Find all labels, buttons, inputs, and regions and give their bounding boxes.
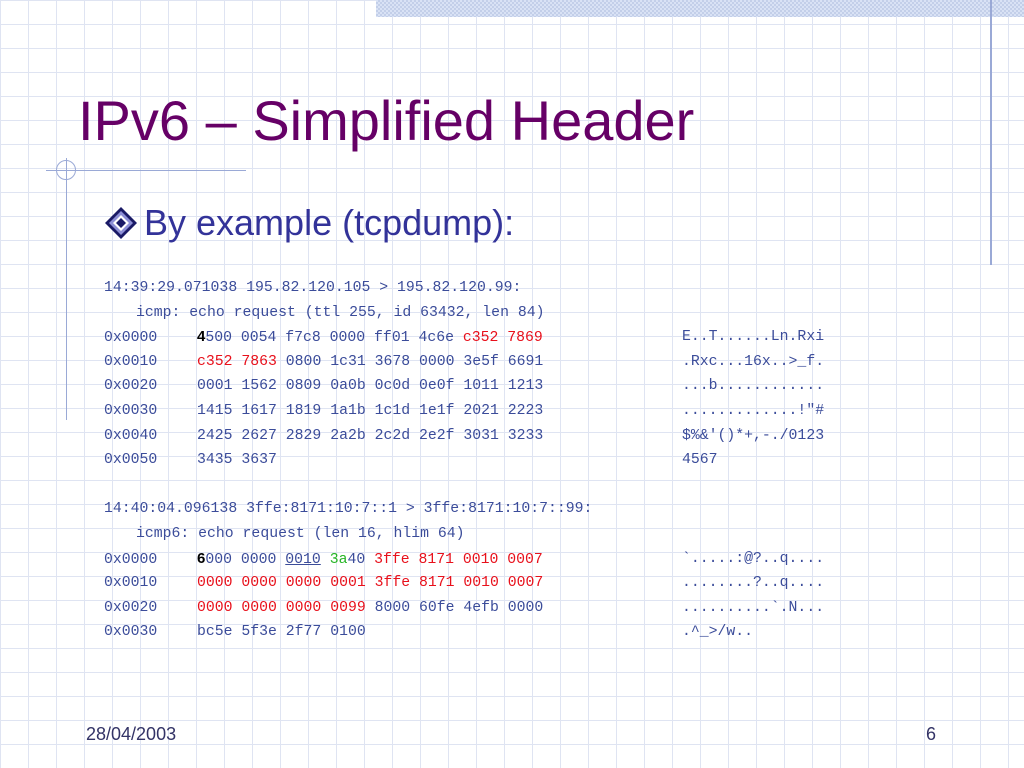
hex-bytes: bc5e 5f3e 2f77 0100 <box>197 624 366 641</box>
hex-address: 0x0030 <box>104 402 158 419</box>
hex-address: 0x0050 <box>104 452 158 469</box>
hex-address: 0x0010 <box>104 575 158 592</box>
ascii-column: .Rxc...16x..>_f. <box>682 353 825 370</box>
hex-bytes: 2425 2627 2829 2a2b 2c2d 2e2f 3031 3233 <box>197 427 544 444</box>
circle-ornament <box>56 160 76 180</box>
hex-row: 0x0020 0000 0000 0000 0099 8000 60fe 4efb… <box>104 596 824 621</box>
version-nibble: 4 <box>197 328 206 346</box>
highlighted-address-bytes: 0000 0000 0000 0099 <box>197 599 366 616</box>
header-decoration-band <box>376 0 1024 17</box>
hex-row: 0x0020 0001 1562 0809 0a0b 0c0d 0e0f 1011… <box>104 374 824 399</box>
highlighted-address-bytes: 3ffe 8171 0010 0007 <box>374 551 543 568</box>
ascii-column: $%&'()*+,-./0123 <box>682 427 825 444</box>
left-vertical-rule <box>66 158 67 420</box>
hex-address: 0x0000 <box>104 330 158 347</box>
hex-bytes: 1415 1617 1819 1a1b 1c1d 1e1f 2021 2223 <box>197 402 544 419</box>
dump-detail-line: icmp6: echo request (len 16, hlim 64) <box>136 525 465 542</box>
ascii-column: ..........`.N... <box>682 599 825 616</box>
ascii-column: `.....:@?..q.... <box>682 550 825 567</box>
bullet-text: By example (tcpdump): <box>144 202 515 243</box>
hex-bytes: 8000 60fe 4efb 0000 <box>365 599 544 616</box>
highlighted-address-bytes: c352 7863 <box>197 353 277 370</box>
hex-address: 0x0040 <box>104 427 158 444</box>
diamond-bullet-icon <box>105 207 137 239</box>
dump-header-line: 14:39:29.071038 195.82.120.105 > 195.82.… <box>104 280 522 296</box>
hex-row: 0x0010 0000 0000 0000 0001 3ffe 8171 0010… <box>104 571 824 596</box>
ipv6-dump-block: 14:40:04.096138 3ffe:8171:10:7::1 > 3ffe… <box>104 497 824 645</box>
next-header-byte: 3a <box>329 551 348 568</box>
hex-bytes: 000 0000 <box>205 551 286 568</box>
dump-header-line: 14:40:04.096138 3ffe:8171:10:7::1 > 3ffe… <box>104 501 593 518</box>
hex-bytes: 500 0054 f7c8 0000 ff01 4c6e <box>205 330 463 347</box>
payload-length-bytes: 0010 <box>285 551 321 568</box>
bullet-item: By example (tcpdump): <box>104 198 514 248</box>
highlighted-address-bytes: 0000 0000 0000 0001 3ffe 8171 0010 0007 <box>197 575 544 592</box>
ascii-column: E..T......Ln.Rxi <box>682 329 825 346</box>
tcpdump-output: 14:39:29.071038 195.82.120.105 > 195.82.… <box>104 276 824 645</box>
ascii-column: .^_>/w.. <box>682 624 754 641</box>
hex-row: 0x0000 4500 0054 f7c8 0000 ff01 4c6e c352… <box>104 325 824 350</box>
ascii-column: 4567 <box>682 452 718 469</box>
hex-bytes: 0800 1c31 3678 0000 3e5f 6691 <box>276 353 544 370</box>
hex-address: 0x0020 <box>104 599 158 616</box>
hex-row: 0x0050 3435 3637 4567 <box>104 448 718 473</box>
ascii-column: .............!"# <box>682 402 825 419</box>
ipv4-dump-block: 14:39:29.071038 195.82.120.105 > 195.82.… <box>104 276 824 473</box>
hex-bytes: 0001 1562 0809 0a0b 0c0d 0e0f 1011 1213 <box>197 378 544 395</box>
hex-row: 0x0010 c352 7863 0800 1c31 3678 0000 3e5f… <box>104 350 824 375</box>
highlighted-address-bytes: c352 7869 <box>462 330 543 347</box>
hop-limit-byte: 40 <box>347 551 375 568</box>
hex-row: 0x0040 2425 2627 2829 2a2b 2c2d 2e2f 3031… <box>104 424 824 449</box>
right-vertical-rule <box>990 0 992 265</box>
hex-address: 0x0020 <box>104 378 158 395</box>
dump-detail-line: icmp: echo request (ttl 255, id 63432, l… <box>136 304 545 321</box>
version-nibble: 6 <box>197 549 206 567</box>
page-number: 6 <box>926 724 937 744</box>
ascii-column: ........?..q.... <box>682 575 825 592</box>
hex-address: 0x0010 <box>104 353 158 370</box>
ascii-column: ...b............ <box>682 378 825 395</box>
hex-row: 0x0030 bc5e 5f3e 2f77 0100 .^_>/w.. <box>104 620 753 645</box>
footer-date: 28/04/2003 <box>86 724 177 744</box>
hex-address: 0x0030 <box>104 624 158 641</box>
hex-bytes: 3435 3637 <box>197 452 277 469</box>
hex-address: 0x0000 <box>104 551 158 568</box>
slide-title: IPv6 – Simplified Header <box>78 89 695 152</box>
title-underline-rule <box>46 170 246 171</box>
hex-row: 0x0000 6000 0000 0010 3a40 3ffe 8171 0010… <box>104 547 824 572</box>
hex-row: 0x0030 1415 1617 1819 1a1b 1c1d 1e1f 2021… <box>104 399 824 424</box>
